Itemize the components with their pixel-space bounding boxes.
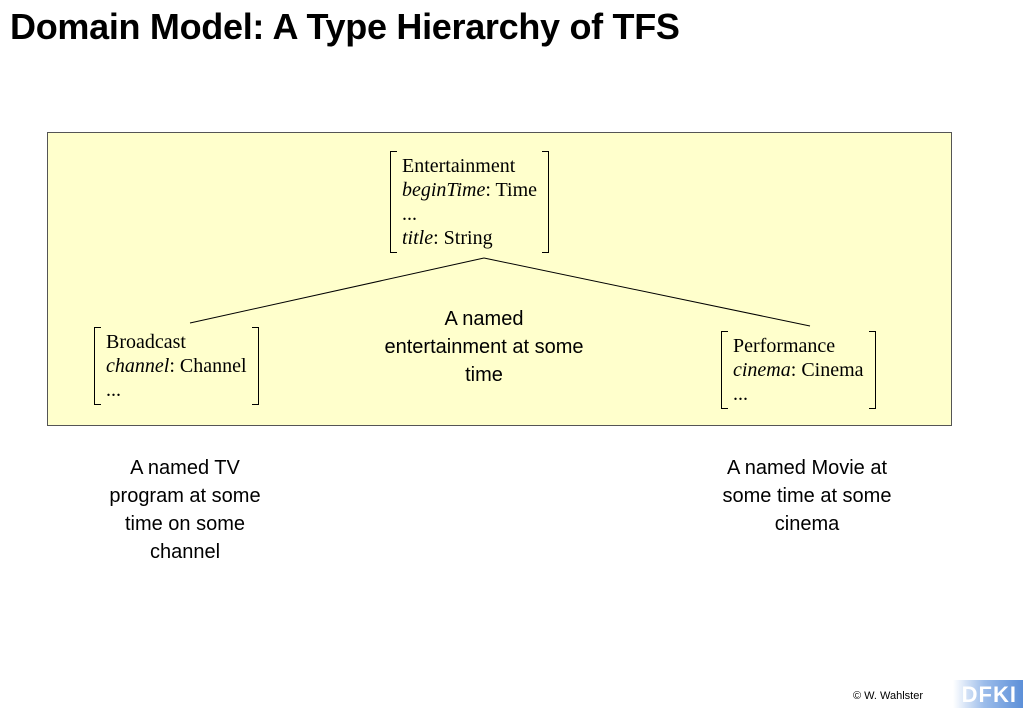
tfs-feature-row: title: String [402,227,493,249]
caption-broadcast: A named TV program at some time on some … [109,457,261,563]
logo-text: DFKI [961,682,1017,707]
dfki-logo: DFKI [953,680,1023,708]
tfs-type: Performance [733,335,836,357]
edge-root-to-performance [483,257,811,327]
caption-entertainment: A named entertainment at some time [384,308,584,386]
feature-value: ... [106,379,121,401]
type-hierarchy-panel [47,132,952,426]
tfs-feature-row: ... [106,378,247,402]
feature-name: cinema [733,359,791,381]
tfs-feature-row: ... [733,382,864,406]
caption-performance: A named Movie at some time at some cinem… [722,457,892,535]
tfs-type: Entertainment [402,155,516,177]
tfs-type: Broadcast [106,331,186,353]
tfs-performance: Performance cinema: Cinema ... [721,331,876,409]
feature-name: beginTime [402,179,486,201]
feature-value: String [443,227,493,249]
feature-value: ... [733,383,748,405]
tfs-feature-row: beginTime: Time [402,179,538,201]
tfs-feature-row: ... [402,202,537,226]
feature-value: Time [495,179,538,201]
page-title: Domain Model: A Type Hierarchy of TFS [10,6,680,47]
tfs-broadcast: Broadcast channel: Channel ... [94,327,259,405]
tfs-feature-row: channel: Channel [106,355,247,377]
feature-value: Cinema [801,359,864,381]
tfs-feature-row: cinema: Cinema [733,359,864,381]
feature-name: title [402,227,434,249]
feature-value: Channel [179,355,247,377]
copyright-footer: © W. Wahlster [852,690,923,702]
feature-value: ... [402,203,417,225]
edge-root-to-broadcast [189,257,485,324]
tfs-entertainment: Entertainment beginTime: Time ... title:… [390,151,550,253]
feature-name: channel [106,355,170,377]
